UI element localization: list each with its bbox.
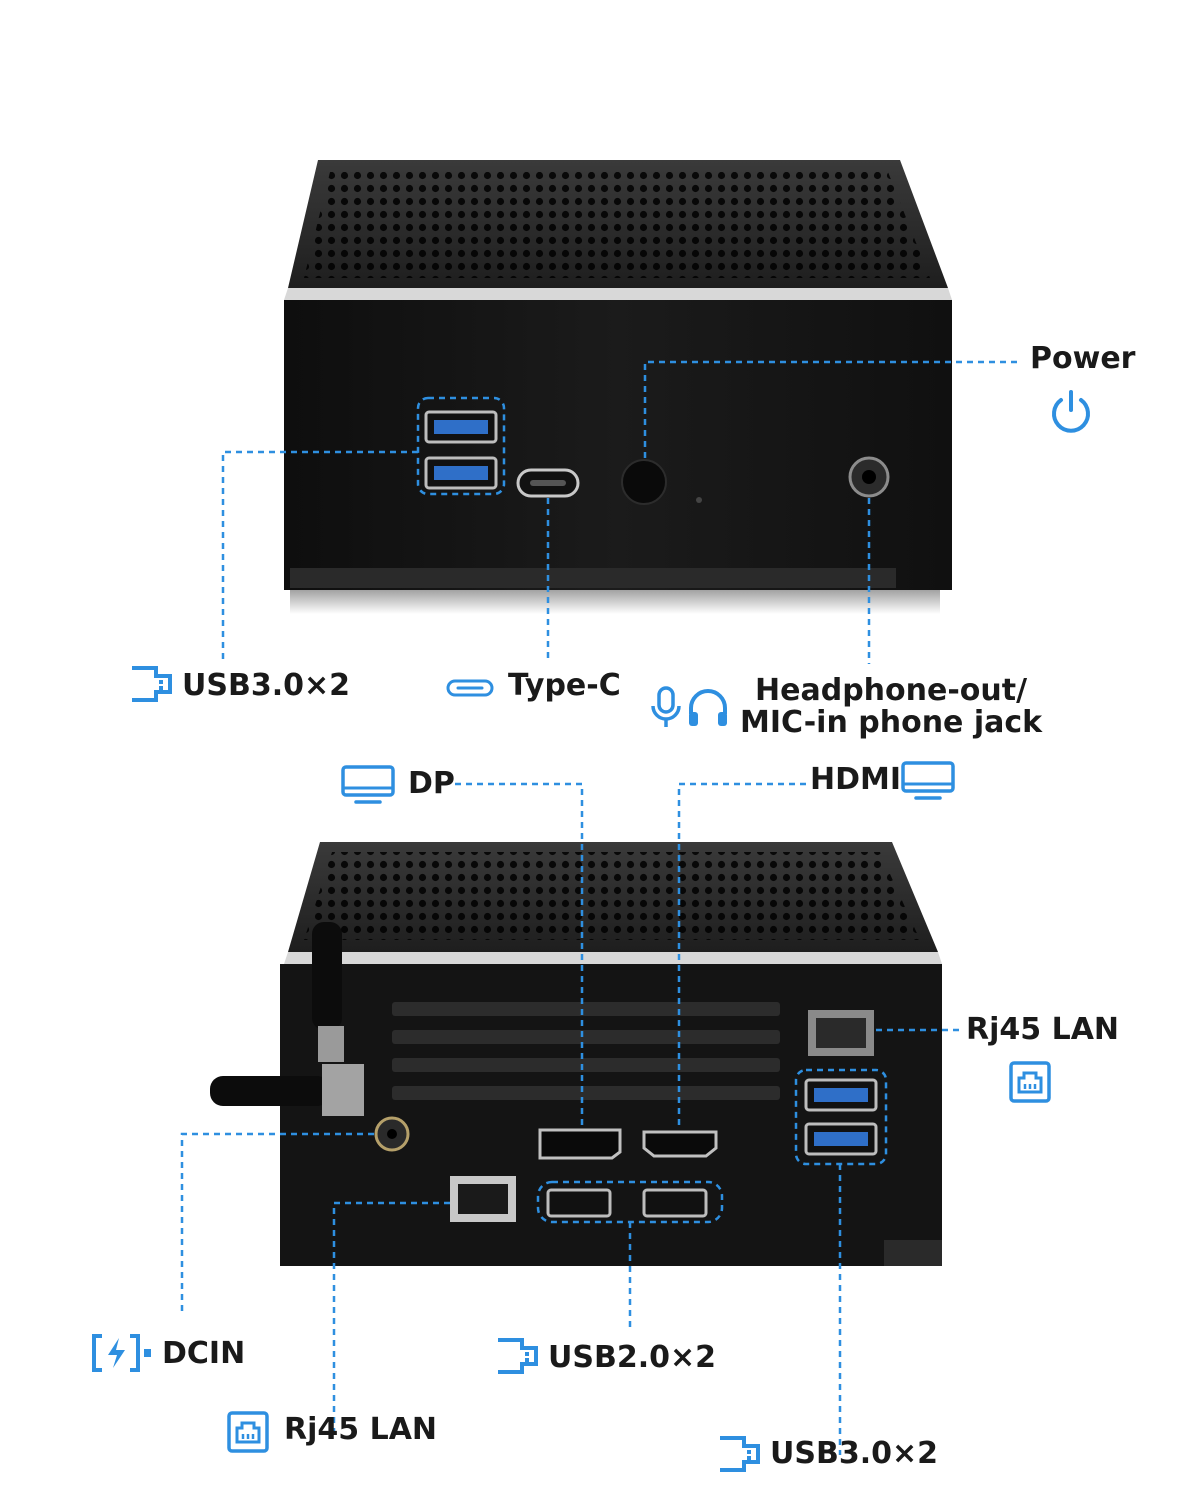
- monitor-icon: [341, 765, 395, 804]
- type-c-label: Type-C: [508, 668, 621, 703]
- audio-label-line2: MIC-in phone jack: [740, 704, 1043, 740]
- ethernet-icon: [1009, 1061, 1051, 1103]
- charging-icon: [92, 1334, 151, 1372]
- audio-label-line1: Headphone-out/: [755, 673, 1028, 708]
- usb-c-icon: [446, 679, 494, 697]
- audio-label: Headphone-out/ MIC-in phone jack: [740, 675, 1042, 738]
- usb2-label: USB2.0×2: [548, 1340, 716, 1375]
- power-label: Power: [1030, 341, 1136, 376]
- microphone-icon: [651, 686, 681, 727]
- usb-port-icon: [132, 666, 172, 702]
- mini-pc-front-image: [284, 160, 952, 614]
- headphones-icon: [689, 689, 727, 726]
- ethernet-icon: [227, 1411, 269, 1453]
- hdmi-label: HDMI: [810, 762, 902, 797]
- usb-port-icon: [498, 1338, 538, 1374]
- usb-port-icon: [720, 1436, 760, 1472]
- dcin-label: DCIN: [162, 1336, 246, 1371]
- monitor-icon: [901, 761, 955, 800]
- mini-pc-back-image: [210, 842, 942, 1266]
- dp-label: DP: [408, 766, 455, 801]
- usb3-back-label: USB3.0×2: [770, 1436, 938, 1471]
- back-callout-lines: [180, 782, 960, 1455]
- front-callout-lines: [221, 360, 1022, 664]
- power-icon: [1052, 390, 1090, 433]
- usb3-front-label: USB3.0×2: [182, 668, 350, 703]
- rj45-lan-right-label: Rj45 LAN: [966, 1012, 1120, 1047]
- rj45-lan-left-label: Rj45 LAN: [284, 1412, 438, 1447]
